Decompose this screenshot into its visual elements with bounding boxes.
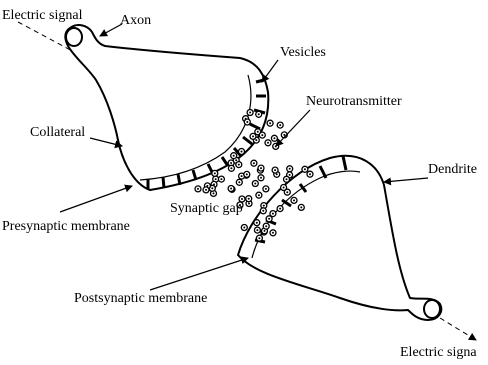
neurotransmitter-dot-core bbox=[274, 169, 276, 171]
label-dendrite: Dendrite bbox=[428, 162, 477, 177]
neurotransmitter-dot-core bbox=[211, 187, 213, 189]
neurotransmitter-dot-core bbox=[258, 237, 260, 239]
neurotransmitter-dot-core bbox=[264, 230, 266, 232]
postsynaptic-dendrite bbox=[238, 156, 441, 320]
neurotransmitter-dot-core bbox=[197, 188, 199, 190]
presynaptic-membrane-arrow bbox=[60, 186, 132, 212]
neurotransmitter-dot-core bbox=[300, 206, 302, 208]
neurotransmitter-dot-core bbox=[241, 175, 243, 177]
neurotransmitter-dot-core bbox=[238, 181, 240, 183]
neurotransmitter-dot-core bbox=[286, 178, 288, 180]
neurotransmitter-dot-core bbox=[248, 203, 250, 205]
neurotransmitter-dot-core bbox=[255, 139, 257, 141]
neurotransmitter-dot-core bbox=[246, 121, 248, 123]
neurotransmitter-dot-core bbox=[283, 187, 285, 189]
neurotransmitter-dot-core bbox=[256, 222, 258, 224]
neurotransmitter-dot-core bbox=[213, 192, 215, 194]
outgoing-signal-path bbox=[440, 318, 476, 340]
neurotransmitter-dot-core bbox=[233, 155, 235, 157]
neurotransmitter-dot-core bbox=[273, 137, 275, 139]
neurotransmitter-dot-core bbox=[272, 232, 274, 234]
neurotransmitter-dot-core bbox=[256, 229, 258, 231]
neurotransmitter-dot-core bbox=[279, 208, 281, 210]
label-electric-signal-bottom: Electric signa bbox=[400, 345, 477, 360]
neurotransmitter-dot-core bbox=[265, 225, 267, 227]
label-synaptic-gap: Synaptic gap bbox=[170, 201, 243, 216]
neurotransmitter-dot-core bbox=[289, 174, 291, 176]
neurotransmitter-dot-core bbox=[262, 210, 264, 212]
postsynaptic-membrane-arrow bbox=[150, 258, 248, 290]
neurotransmitter-dot-core bbox=[205, 189, 207, 191]
dendrite-outline bbox=[238, 156, 441, 320]
neurotransmitter-dot-core bbox=[293, 199, 295, 201]
neurotransmitter-dot-core bbox=[260, 167, 262, 169]
neurotransmitter-dot-core bbox=[258, 113, 260, 115]
neurotransmitter-dot-core bbox=[253, 162, 255, 164]
label-neurotransmitter: Neurotransmitter bbox=[306, 94, 402, 109]
neurotransmitter-dot-core bbox=[230, 167, 232, 169]
neurotransmitter-dot-core bbox=[261, 134, 263, 136]
neurotransmitter-dot-core bbox=[286, 191, 288, 193]
neurotransmitter-dot-core bbox=[252, 135, 254, 137]
neurotransmitter-dot-core bbox=[238, 164, 240, 166]
dendrite-arrow bbox=[384, 178, 428, 182]
neurotransmitter-dot-core bbox=[249, 112, 251, 114]
axon-stump bbox=[66, 28, 82, 46]
label-electric-signal-top: Electric signal bbox=[2, 8, 83, 23]
neurotransmitter-dot-core bbox=[248, 198, 250, 200]
neurotransmitter-dot-core bbox=[220, 178, 222, 180]
neurotransmitter-dot-core bbox=[269, 122, 271, 124]
label-presynaptic-membrane: Presynaptic membrane bbox=[2, 219, 130, 234]
dendrite-stump bbox=[424, 300, 440, 318]
neurotransmitter-dot-core bbox=[243, 227, 245, 229]
label-axon: Axon bbox=[120, 13, 151, 28]
label-collateral: Collateral bbox=[30, 125, 85, 140]
neurotransmitter-dot-core bbox=[279, 124, 281, 126]
label-postsynaptic-membrane: Postsynaptic membrane bbox=[74, 291, 207, 306]
neurotransmitter-dot-core bbox=[309, 173, 311, 175]
vesicles-arrow bbox=[262, 60, 278, 82]
neurotransmitter-dot-core bbox=[260, 177, 262, 179]
neurotransmitter-dot-core bbox=[241, 151, 243, 153]
neurotransmitter-dot-core bbox=[304, 168, 306, 170]
neurotransmitter-dot-core bbox=[265, 188, 267, 190]
neurotransmitter-dot-core bbox=[215, 178, 217, 180]
neurotransmitter-dot-core bbox=[289, 168, 291, 170]
neurotransmitter-dot-core bbox=[272, 213, 274, 215]
axon-arrow bbox=[100, 24, 122, 36]
neurotransmitter-dot-core bbox=[267, 142, 269, 144]
neurotransmitter-dot-core bbox=[246, 173, 248, 175]
neurotransmitter-dot-core bbox=[257, 131, 259, 133]
neurotransmitter-dot-core bbox=[214, 172, 216, 174]
neurotransmitter-dot-core bbox=[230, 188, 232, 190]
neurotransmitter-dot-core bbox=[258, 194, 260, 196]
neurotransmitter-dot-core bbox=[254, 183, 256, 185]
neurotransmitter-dot-core bbox=[235, 159, 237, 161]
neurotransmitter-dot-core bbox=[268, 218, 270, 220]
neurotransmitter-dot-core bbox=[263, 205, 265, 207]
neurotransmitter-dot-core bbox=[230, 162, 232, 164]
neurotransmitter-dot-core bbox=[241, 198, 243, 200]
label-vesicles: Vesicles bbox=[280, 45, 326, 60]
